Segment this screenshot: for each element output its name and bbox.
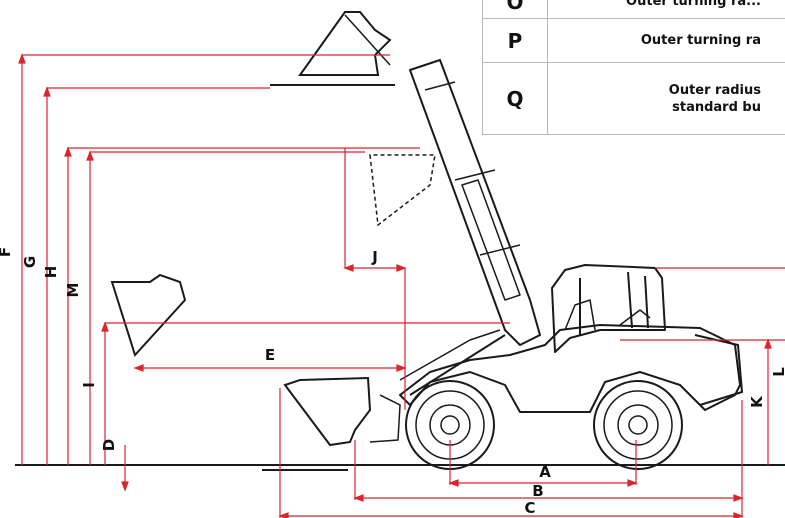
bucket-dashed <box>369 154 436 227</box>
label-H: H <box>42 266 60 279</box>
table-row: P Outer turning ra <box>482 18 785 63</box>
label-L: L <box>770 367 785 377</box>
row-code: P <box>482 18 548 63</box>
bucket-left <box>110 273 187 357</box>
spec-table-container: O Outer turning ra... P Outer turning ra… <box>480 0 785 135</box>
table-row: O Outer turning ra... <box>482 0 785 19</box>
dimension-lines <box>18 53 785 518</box>
row-desc-line1: Outer radius <box>668 82 761 98</box>
label-I: I <box>80 382 98 388</box>
row-code: Q <box>482 62 548 135</box>
boom-arm <box>409 59 541 346</box>
label-F: F <box>0 247 14 257</box>
cab <box>551 264 666 353</box>
row-desc: Outer turning ra <box>547 18 785 63</box>
label-J: J <box>371 248 378 266</box>
rear-wheel <box>593 380 683 470</box>
row-desc-line2: standard bu <box>672 99 761 115</box>
label-G: G <box>21 256 39 268</box>
label-C: C <box>524 499 535 517</box>
bucket-ground <box>262 376 401 471</box>
label-M: M <box>64 283 82 298</box>
row-desc: Outer radius standard bu <box>547 62 785 135</box>
spec-table: O Outer turning ra... P Outer turning ra… <box>482 0 785 135</box>
row-desc: Outer turning ra... <box>547 0 785 19</box>
label-A: A <box>539 463 551 481</box>
label-K: K <box>748 395 766 408</box>
label-D: D <box>100 439 118 451</box>
row-code: O <box>482 0 548 19</box>
label-B: B <box>532 482 543 500</box>
label-E: E <box>265 346 275 364</box>
table-row: Q Outer radius standard bu <box>482 62 785 135</box>
bucket-top <box>270 11 395 86</box>
